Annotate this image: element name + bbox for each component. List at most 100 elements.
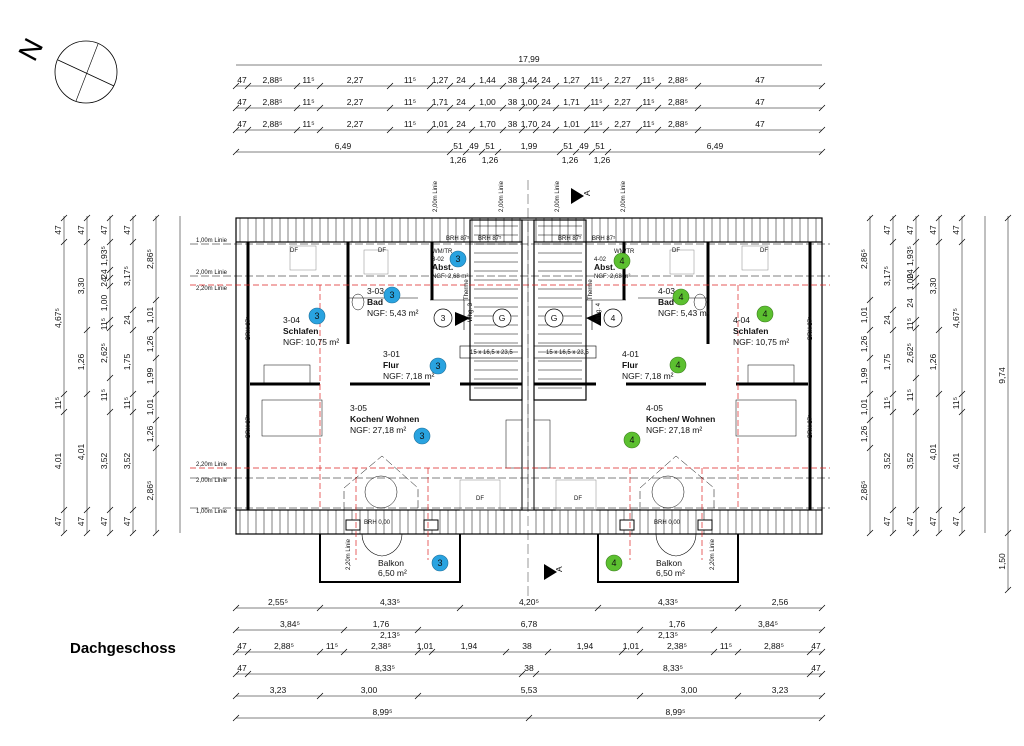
dimension-tick [518, 82, 526, 90]
dimension-tick [912, 282, 920, 290]
dimension-tick [912, 529, 920, 537]
dim-top5b-3: 1,26 [562, 155, 579, 165]
dimension-tick [818, 126, 826, 134]
dim-left-3-8: 3,52 [99, 452, 109, 469]
dimension-tick [83, 506, 91, 514]
dimension-tick [446, 148, 454, 156]
dimension-tick [958, 506, 966, 514]
dimension-tick [232, 604, 240, 612]
dimension-tick [818, 714, 826, 722]
dimension-tick [806, 648, 814, 656]
dimrow-bot3-label-9: 2,38⁵ [667, 641, 687, 651]
dimension-tick [935, 529, 943, 537]
room-4-01-id: 4-01 [622, 349, 639, 359]
dim-right-5-1: 4,67⁵ [951, 308, 961, 328]
side-dimension-lines [63, 216, 1009, 590]
dim-left-5-0: 2,86⁵ [145, 249, 155, 269]
dimrow-bot2-label-2: 6,78 [521, 619, 538, 629]
badge-4-flur: 4 [675, 360, 680, 370]
dimrow-top3-label-9: 1,00 [521, 97, 538, 107]
dimension-tick [866, 444, 874, 452]
dimension-tick [818, 82, 826, 90]
dimension-tick [152, 444, 160, 452]
dimension-tick [518, 104, 526, 112]
dimension-tick [426, 126, 434, 134]
dimension-tick [293, 104, 301, 112]
dim-left-2-3: 4,01 [76, 443, 86, 460]
dimrow-top3-label-12: 11⁵ [590, 97, 602, 107]
dimension-tick [426, 104, 434, 112]
dimension-tick [958, 408, 966, 416]
badge-4-balkon: 4 [611, 558, 616, 568]
unit-4-rooms: 4-04 Schlafen NGF: 10,75 m² 4-03 Bad NGF… [594, 257, 789, 578]
dimrow-top2-label-9: 1,44 [521, 75, 538, 85]
dimension-tick [244, 104, 252, 112]
dimension-tick [83, 326, 91, 334]
dimrow-bot3-label-5: 1,94 [461, 641, 478, 651]
side-dimension-labels: 474,67⁵11⁵4,0147473,301,264,0147471,93⁵2… [53, 214, 1012, 594]
dimension-tick [152, 354, 160, 362]
dimension-tick [386, 104, 394, 112]
dimension-tick [83, 238, 91, 246]
dim-left-1-4: 47 [53, 517, 63, 527]
room-3-05-id: 3-05 [350, 403, 367, 413]
dimension-tick [60, 408, 68, 416]
g-label-4: G [551, 313, 558, 323]
dimrow-top3-label-6: 24 [456, 97, 466, 107]
dim-right-6-1: 1,50 [997, 553, 1007, 570]
dimension-tick [734, 692, 742, 700]
dimrow-bot1-label-1: 4,33⁵ [380, 597, 400, 607]
dimrow-bot3-label-11: 2,88⁵ [764, 641, 784, 651]
dimrow-top4-label-7: 1,70 [479, 119, 496, 129]
dimrow-top2-label-16: 47 [755, 75, 765, 85]
dimension-tick [912, 324, 920, 332]
dimension-tick [636, 692, 644, 700]
dimension-tick [316, 692, 324, 700]
room-4-04-id: 4-04 [733, 315, 750, 325]
dimension-tick [129, 390, 137, 398]
dim-left-2-0: 47 [76, 225, 86, 235]
dim-left-4-3: 1,75 [122, 353, 132, 370]
dim-right-3-6: 2,62⁵ [905, 343, 915, 363]
balkon-3-area: 6,50 m² [378, 568, 407, 578]
dimension-tick [889, 306, 897, 314]
level-100-top: 1,00m Linie [196, 238, 228, 244]
dimension-tick [818, 670, 826, 678]
dimension-tick [866, 326, 874, 334]
dimension-tick [594, 604, 602, 612]
dimension-tick [912, 316, 920, 324]
dimrow-top4-label-15: 2,88⁵ [668, 119, 688, 129]
dimension-tick [636, 648, 644, 656]
dim-right-6-0: 9,74 [997, 367, 1007, 384]
dimension-tick [635, 82, 643, 90]
brh-right-2: BRH 87⁵ [807, 414, 814, 438]
dimension-tick [532, 126, 540, 134]
dimrow-bot1-label-3: 4,33⁵ [658, 597, 678, 607]
dim-right-3-0: 47 [905, 225, 915, 235]
dimrow-top2-label-10: 24 [541, 75, 551, 85]
dimension-tick [818, 692, 826, 700]
dimension-tick [340, 626, 348, 634]
dimension-tick [106, 274, 114, 282]
dimrow-bot2-label-1: 1,76 [373, 619, 390, 629]
room-4-05-name: Kochen/ Wohnen [646, 414, 715, 424]
dimension-tick [106, 529, 114, 537]
dimrow-bot5-label-4: 3,23 [772, 685, 789, 695]
dim-right-3-2: 24 [905, 269, 915, 279]
dimension-tick [106, 324, 114, 332]
therme-3: Therme [464, 279, 470, 300]
dimension-tick [806, 670, 814, 678]
dimension-tick [818, 626, 826, 634]
dimension-tick [244, 670, 252, 678]
unit-3-badges: 3 3 3 3 3 3 [308, 250, 467, 572]
dimrow-top2-label-13: 2,27 [614, 75, 631, 85]
dim-left-2-4: 47 [76, 517, 86, 527]
dimrow-bot4-label-1: 8,33⁵ [375, 663, 395, 673]
room-4-03-area: NGF: 5,43 m² [658, 308, 710, 318]
dim-left-2-2: 1,26 [76, 353, 86, 370]
dimension-tick [889, 238, 897, 246]
dimension-tick [618, 648, 626, 656]
